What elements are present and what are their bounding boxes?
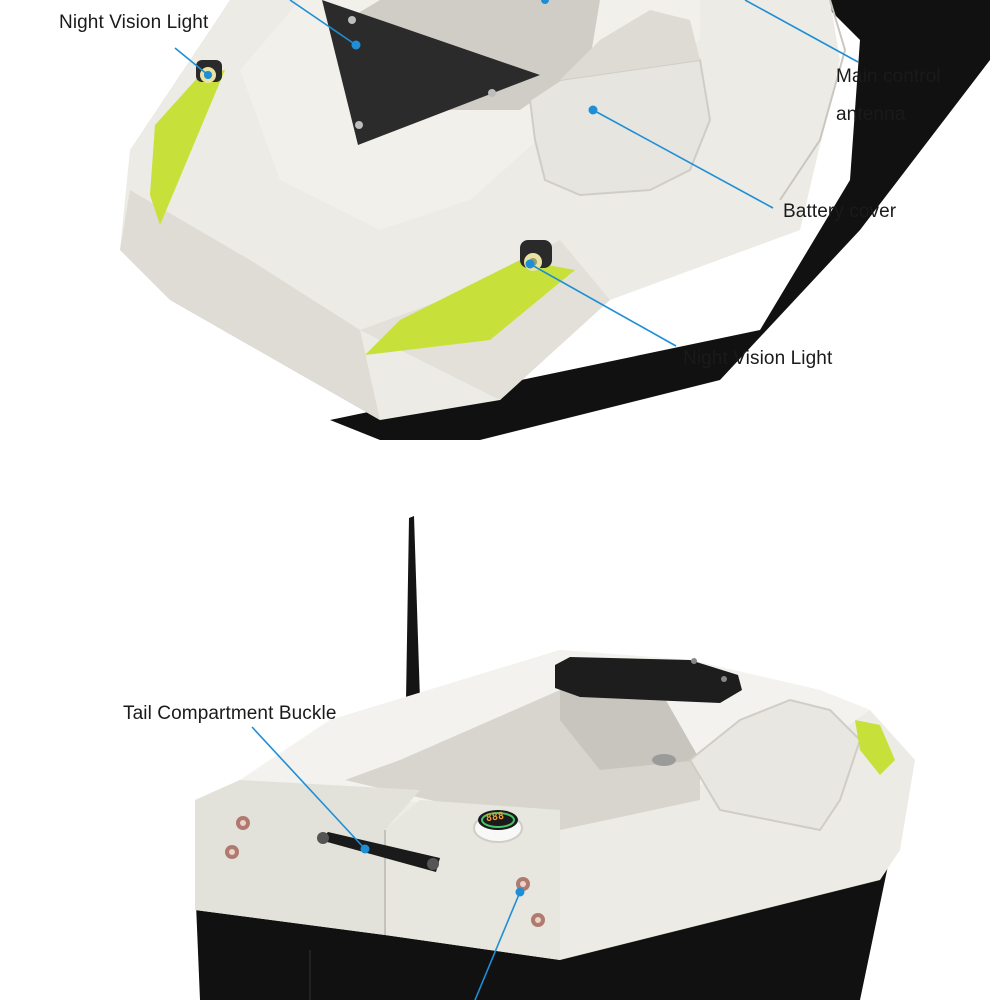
callout-night-vision-top: Night Vision Light: [59, 12, 209, 33]
tail-compartment-buckle: [317, 832, 440, 872]
callout-antenna-line2: antenna: [836, 104, 906, 125]
antenna: [406, 516, 420, 700]
rear-panel-left: [195, 780, 420, 935]
rear-led-lights: [225, 816, 545, 927]
rear-panel-right: [385, 800, 560, 960]
night-vision-light-bottom: [520, 240, 552, 271]
boat-bottom-view: [195, 516, 915, 1000]
rear-lid: [555, 657, 742, 703]
callout-night-vision-bottom: Night Vision Light: [683, 348, 833, 369]
callout-antenna-line1: Main control: [836, 66, 941, 87]
deck-facet-left: [120, 190, 380, 420]
leader-lines: [174, 0, 859, 1000]
bait-display: [473, 810, 523, 843]
callout-tail-buckle: Tail Compartment Buckle: [123, 703, 337, 724]
night-vision-lens-right: [365, 260, 575, 355]
callout-battery-cover: Battery cover: [783, 201, 897, 222]
hull-underside-top: [330, 0, 990, 440]
night-vision-lens-left: [150, 70, 225, 225]
boat-top-view: [120, 0, 990, 440]
hopper-plate: [322, 0, 540, 145]
side-lens: [855, 720, 895, 775]
